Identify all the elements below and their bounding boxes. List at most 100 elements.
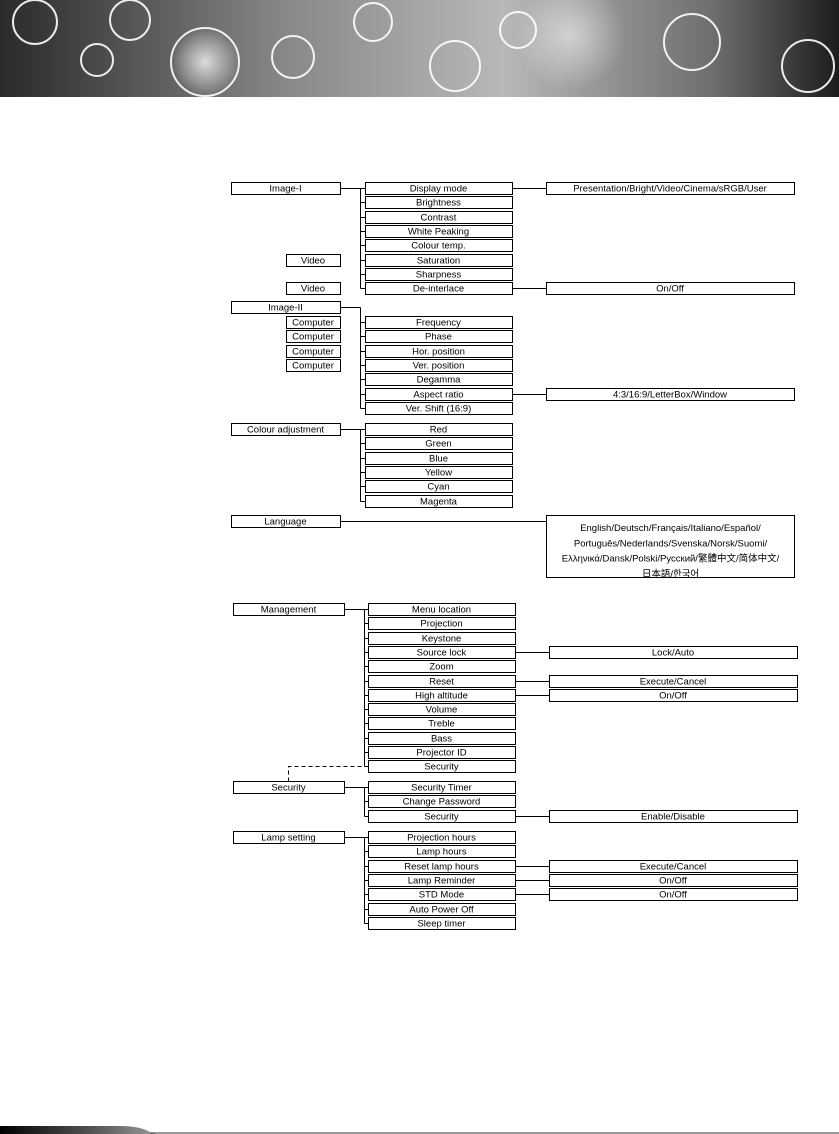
category-language: Language (232, 516, 341, 528)
menu-item-brightness-label: Brightness (416, 198, 461, 209)
menu-item-security-timer: Security Timer (369, 782, 516, 794)
menu-item-keystone: Keystone (369, 633, 516, 645)
menu-item-source-lock-label: Source lock (417, 648, 467, 659)
menu-item-green-label: Green (425, 439, 451, 450)
menu-item-sleep-timer-label: Sleep timer (417, 919, 465, 930)
menu-item-auto-power-off-label: Auto Power Off (409, 905, 474, 916)
category-security: Security (234, 782, 345, 794)
menu-item-security-label: Security (424, 812, 459, 823)
menu-item-white-peaking-label: White Peaking (408, 227, 469, 238)
menu-item-high-altitude-label: High altitude (415, 691, 468, 702)
menu-item-change-password-label: Change Password (403, 797, 481, 808)
language-options-line: English/Deutsch/Français/Italiano/Españo… (580, 523, 761, 534)
options-reset-lamp-hours-label: Execute/Cancel (640, 862, 707, 873)
menu-item-std-mode-label: STD Mode (419, 890, 464, 901)
category-management: Management (234, 604, 345, 616)
options-high-altitude-label: On/Off (659, 691, 687, 702)
source-tag-computer: Computer (287, 331, 341, 343)
options-reset-label: Execute/Cancel (640, 677, 707, 688)
options-lamp-reminder: On/Off (550, 875, 798, 887)
options-security-label: Enable/Disable (641, 812, 705, 823)
menu-item-magenta: Magenta (366, 496, 513, 508)
menu-item-ver-shift-16-9-label: Ver. Shift (16:9) (406, 404, 471, 415)
menu-item-security-label: Security (424, 762, 459, 773)
source-tag-computer-label: Computer (292, 332, 334, 343)
options-reset-lamp-hours: Execute/Cancel (550, 861, 798, 873)
menu-item-aspect-ratio: Aspect ratio (366, 389, 513, 401)
footer-tab (0, 1120, 839, 1134)
menu-item-ver-position: Ver. position (366, 360, 513, 372)
menu-item-high-altitude: High altitude (369, 690, 516, 702)
language-options-line: Ελληνικά/Dansk/Polski/Русский/繁體中文/简体中文/ (562, 553, 780, 565)
menu-item-volume: Volume (369, 704, 516, 716)
source-tag-computer: Computer (287, 346, 341, 358)
menu-item-zoom: Zoom (369, 661, 516, 673)
category-lamp-label: Lamp setting (261, 833, 315, 844)
options-security: Enable/Disable (550, 811, 798, 823)
options-de-interlace: On/Off (547, 283, 795, 295)
menu-item-blue-label: Blue (429, 454, 448, 465)
menu-item-keystone-label: Keystone (422, 634, 462, 645)
menu-item-projector-id: Projector ID (369, 747, 516, 759)
menu-item-colour-temp-label: Colour temp. (411, 241, 465, 252)
category-lamp: Lamp setting (234, 832, 345, 844)
security-link-dashed (289, 767, 369, 782)
language-options-line: Português/Nederlands/Svenska/Norsk/Suomi… (574, 538, 768, 549)
menu-item-display-mode: Display mode (366, 183, 513, 195)
menu-item-security: Security (369, 761, 516, 773)
menu-item-projection-label: Projection (420, 619, 462, 630)
category-image2-label: Image-II (268, 303, 303, 314)
menu-item-lamp-hours-label: Lamp hours (416, 847, 466, 858)
source-tag-computer: Computer (287, 317, 341, 329)
menu-item-de-interlace-label: De-interlace (413, 284, 464, 295)
category-colour: Colour adjustment (232, 424, 341, 436)
menu-item-std-mode: STD Mode (369, 889, 516, 901)
source-tag-computer-label: Computer (292, 318, 334, 329)
category-management-label: Management (261, 605, 317, 616)
menu-item-lamp-reminder: Lamp Reminder (369, 875, 516, 887)
menu-item-phase-label: Phase (425, 332, 452, 343)
options-std-mode: On/Off (550, 889, 798, 901)
source-tag-computer-label: Computer (292, 347, 334, 358)
options-de-interlace-label: On/Off (656, 284, 684, 295)
language-options: English/Deutsch/Français/Italiano/Españo… (547, 516, 795, 580)
menu-item-white-peaking: White Peaking (366, 226, 513, 238)
menu-item-reset-label: Reset (429, 677, 454, 688)
menu-item-saturation: Saturation (366, 255, 513, 267)
menu-item-contrast: Contrast (366, 212, 513, 224)
menu-item-zoom-label: Zoom (429, 662, 453, 673)
menu-item-lamp-reminder-label: Lamp Reminder (408, 876, 476, 887)
menu-item-frequency-label: Frequency (416, 318, 461, 329)
menu-item-menu-location-label: Menu location (412, 605, 471, 616)
category-image1: Image-I (232, 183, 341, 195)
menu-item-auto-power-off: Auto Power Off (369, 904, 516, 916)
menu-item-phase: Phase (366, 331, 513, 343)
source-tag-computer: Computer (287, 360, 341, 372)
menu-item-brightness: Brightness (366, 197, 513, 209)
menu-item-projection: Projection (369, 618, 516, 630)
menu-item-treble: Treble (369, 718, 516, 730)
source-tag-video-label: Video (301, 284, 325, 295)
menu-item-hor-position-label: Hor. position (412, 347, 465, 358)
menu-item-volume-label: Volume (426, 705, 458, 716)
menu-item-hor-position: Hor. position (366, 346, 513, 358)
menu-item-security-timer-label: Security Timer (411, 783, 472, 794)
options-source-lock: Lock/Auto (550, 647, 798, 659)
menu-item-aspect-ratio-label: Aspect ratio (413, 390, 463, 401)
menu-item-projector-id-label: Projector ID (416, 748, 466, 759)
menu-item-saturation-label: Saturation (417, 256, 460, 267)
menu-item-lamp-hours: Lamp hours (369, 846, 516, 858)
menu-item-source-lock: Source lock (369, 647, 516, 659)
menu-item-degamma-label: Degamma (417, 375, 462, 386)
menu-item-menu-location: Menu location (369, 604, 516, 616)
options-reset: Execute/Cancel (550, 676, 798, 688)
menu-item-sharpness: Sharpness (366, 269, 513, 281)
options-aspect-ratio-label: 4:3/16:9/LetterBox/Window (613, 390, 727, 401)
menu-item-colour-temp: Colour temp. (366, 240, 513, 252)
menu-item-cyan: Cyan (366, 481, 513, 493)
menu-item-sleep-timer: Sleep timer (369, 918, 516, 930)
category-language-label: Language (264, 517, 306, 528)
category-image1-label: Image-I (269, 184, 301, 195)
options-high-altitude: On/Off (550, 690, 798, 702)
